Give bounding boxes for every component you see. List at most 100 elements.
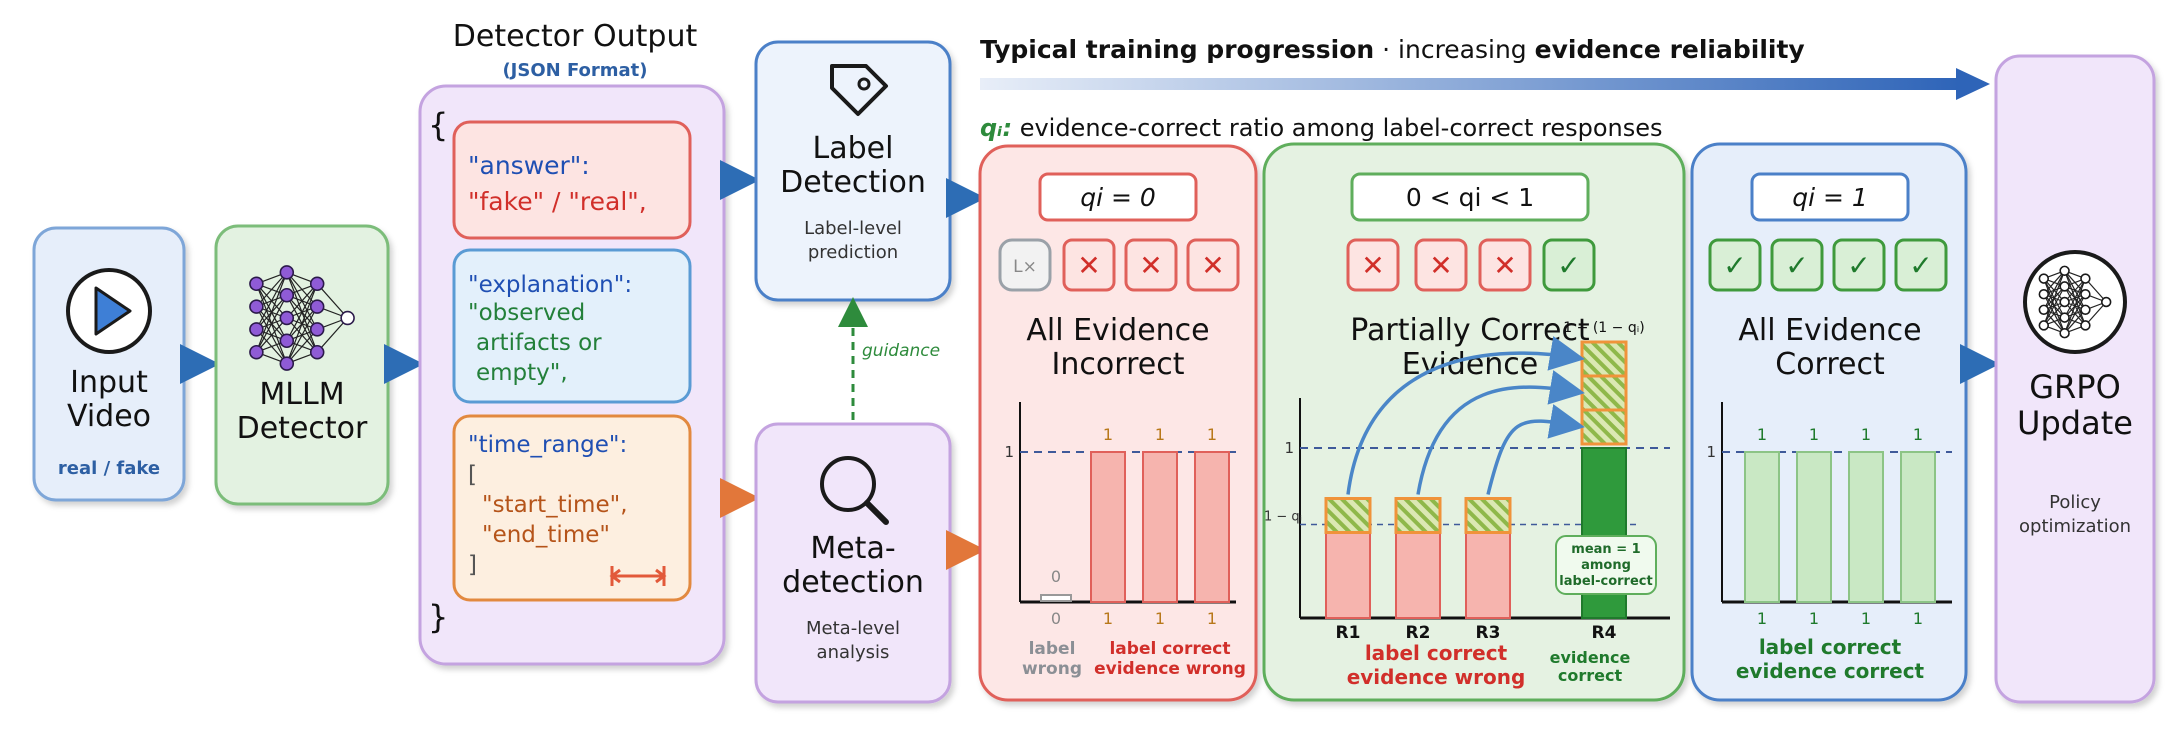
time-key: "time_range":: [468, 432, 627, 458]
close-brace: }: [428, 598, 448, 636]
output-title: Detector Output: [453, 19, 698, 54]
label-wrong-icon: L×: [1013, 257, 1037, 277]
nn-edge: [286, 283, 318, 319]
bar: [1465, 523, 1511, 619]
detector-title-1: MLLM: [259, 377, 344, 412]
nn-node: [2059, 312, 2070, 323]
nn-node: [249, 276, 264, 292]
p3-footer-2: evidence correct: [1736, 659, 1925, 683]
bar-value-label: 0: [1051, 567, 1061, 586]
cross-icon: ✕: [1077, 249, 1100, 282]
nn-node: [2080, 273, 2091, 284]
neural-network-icon: [249, 265, 355, 371]
cross-icon: ✕: [1493, 249, 1516, 282]
bar-value-label: 1: [1809, 425, 1819, 444]
p2-tag-text: 0 < qi < 1: [1406, 183, 1534, 212]
bar-value-label: 1: [1861, 425, 1871, 444]
grpo-title-2: Update: [2017, 404, 2133, 442]
nn-edge: [2064, 293, 2086, 334]
explanation-key: "explanation":: [468, 272, 632, 298]
nn-edge: [255, 272, 288, 330]
meta-title-2: detection: [782, 565, 924, 600]
q-description: evidence-correct ratio among label-corre…: [1020, 114, 1663, 142]
meta-title-1: Meta-: [810, 531, 895, 566]
p2-footer-right-2: correct: [1558, 666, 1623, 685]
bar-value-label: 1: [1207, 425, 1217, 444]
nn-edge: [286, 329, 318, 364]
meta-sub-1: Meta-level: [806, 618, 900, 639]
bar: [1848, 451, 1884, 603]
nn-node: [2059, 327, 2070, 339]
check-icon: ✓: [1723, 249, 1746, 282]
nn-node: [309, 322, 325, 337]
bar-stacked-segment: [1580, 408, 1628, 446]
time-end: "end_time": [482, 522, 610, 548]
bar-value-label: 1: [1757, 425, 1767, 444]
explanation-line-1: "observed: [468, 300, 585, 326]
p1-title-2: Incorrect: [1052, 347, 1185, 382]
bar: [1900, 451, 1936, 603]
nn-node: [2059, 296, 2070, 308]
y-tick-label: 1: [1284, 439, 1294, 457]
grpo-update-node: GRPO Update Policy optimization: [1994, 54, 2156, 704]
time-start: "start_time",: [482, 492, 628, 518]
q-symbol: qᵢ:: [980, 114, 1012, 142]
range-icon: [609, 566, 667, 586]
guidance-label: guidance: [862, 341, 940, 361]
p1-footer-left-2: wrong: [1022, 659, 1082, 679]
label-detection-node: Label Detection Label-level prediction: [754, 40, 952, 302]
nn-node: [249, 344, 264, 360]
bar-category-label: 1: [1913, 609, 1923, 628]
y-tick-label: 1 − qᵢ: [1264, 510, 1302, 525]
mean-note-box: [1555, 535, 1657, 595]
check-icon: ✓: [1909, 249, 1932, 282]
bar: [1744, 451, 1780, 603]
bar-category-label: 1: [1155, 609, 1165, 628]
time-close: ]: [468, 552, 477, 578]
bar-category-label: 1: [1861, 609, 1871, 628]
label-title-1: Label: [813, 131, 894, 166]
transfer-arrow: [1346, 336, 1585, 495]
meta-detection-node: Meta- detection Meta-level analysis: [754, 422, 952, 704]
p3-tag-text: qi = 1: [1792, 183, 1868, 212]
transfer-arrow: [1486, 404, 1585, 495]
nn-node: [2080, 320, 2091, 331]
bar: [1194, 451, 1230, 603]
nn-edge: [2064, 278, 2086, 334]
bar: [1040, 594, 1072, 602]
nn-node: [2038, 273, 2050, 284]
bar-category-label: 1: [1103, 609, 1113, 628]
nn-node: [2080, 304, 2091, 316]
bar: [1325, 523, 1371, 619]
nn-edge: [2043, 270, 2066, 311]
p2-footer-left-1: label correct: [1365, 641, 1508, 665]
explanation-line-3: empty",: [476, 360, 568, 386]
bar-stacked-segment: [1580, 340, 1628, 378]
panel-all-incorrect: qi = 0 L× ✕ ✕ ✕ All Evidence Incorrect 1…: [978, 144, 1258, 702]
nn-node: [309, 276, 325, 292]
open-brace: {: [428, 106, 448, 144]
nn-node: [249, 322, 264, 337]
progression-arrow: [980, 68, 1990, 100]
nn-edge: [255, 272, 288, 353]
play-icon: [66, 268, 152, 354]
answer-value: "fake" / "real",: [468, 187, 647, 216]
p1-tag-text: qi = 0: [1080, 183, 1156, 212]
cross-icon: ✕: [1361, 249, 1384, 282]
nn-node: [279, 356, 295, 371]
nn-edge: [255, 272, 288, 307]
nn-edge: [286, 283, 318, 364]
nn-node: [2038, 304, 2050, 316]
transfer-arrow: [1416, 370, 1585, 495]
nn-edge: [286, 283, 318, 342]
grpo-sub-1: Policy: [2049, 492, 2101, 513]
p1-footer-left-1: label: [1029, 639, 1076, 659]
input-video-node: Input Video real / fake: [32, 226, 186, 502]
explanation-line-2: artifacts or: [476, 330, 602, 356]
explanation-box: [452, 248, 692, 404]
mean-note-3: label-correct: [1559, 574, 1652, 589]
cross-icon: ✕: [1139, 249, 1162, 282]
nn-node: [279, 310, 295, 326]
bar: [1142, 451, 1178, 603]
